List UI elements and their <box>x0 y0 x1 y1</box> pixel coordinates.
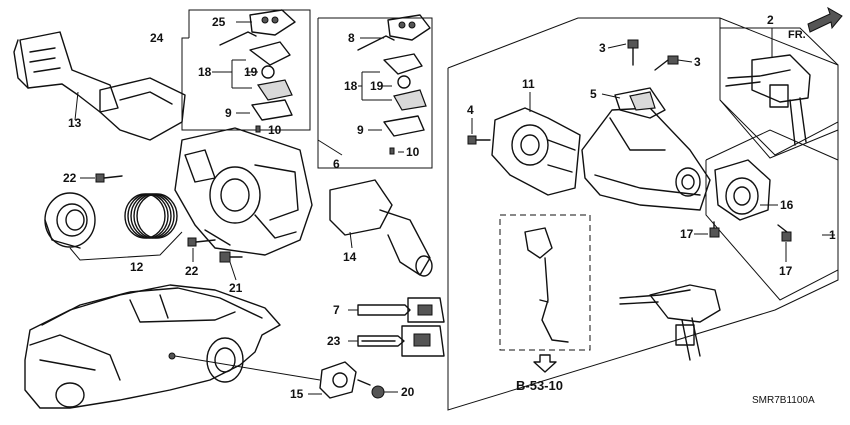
cable-reel-12 <box>44 192 96 249</box>
callout-12: 12 <box>130 260 144 274</box>
key-group-6-frame <box>317 17 433 169</box>
callout-5: 5 <box>590 87 597 101</box>
callout-16: 16 <box>780 198 794 212</box>
screw-17-right <box>777 224 792 262</box>
callout-10-right: 10 <box>406 145 420 159</box>
callout-24: 24 <box>150 31 164 45</box>
callout-25: 25 <box>212 15 226 29</box>
wiper-switch-stalk-14 <box>329 179 433 277</box>
callout-18-left: 18 <box>198 65 212 79</box>
callout-4: 4 <box>467 103 474 117</box>
combination-switch-body <box>174 127 313 256</box>
callout-2: 2 <box>767 13 774 27</box>
callout-8: 8 <box>348 31 355 45</box>
screw-4 <box>467 118 491 145</box>
diagram-code: SMR7B1100A <box>752 395 815 406</box>
combination-switch-stalk-13 <box>13 31 186 141</box>
callout-22-top: 22 <box>63 171 77 185</box>
key-group-2-frame <box>719 27 839 156</box>
shear-bolt-3-right <box>654 55 693 71</box>
callout-1: 1 <box>829 228 836 242</box>
callout-17-left: 17 <box>680 227 694 241</box>
reference-label: B-53-10 <box>516 378 563 393</box>
callout-19-right: 19 <box>370 79 384 93</box>
leaders-6 <box>358 71 404 153</box>
screw-22-top <box>80 173 123 183</box>
key-blank-8 <box>357 14 431 51</box>
callout-9-left: 9 <box>225 106 232 120</box>
master-keys <box>619 284 721 361</box>
front-arrow <box>807 6 843 33</box>
ignition-assembly-frame <box>447 17 839 411</box>
bolt-20 <box>357 379 398 399</box>
screw-17-left <box>694 221 720 238</box>
callout-9-right: 9 <box>357 123 364 137</box>
callout-17-right: 17 <box>779 264 793 278</box>
transmitter-case-24 <box>249 41 293 133</box>
reference-arrow <box>533 354 557 373</box>
key-23 <box>348 325 445 357</box>
key-blank-7 <box>348 297 445 323</box>
transmitter-case-6 <box>383 53 427 155</box>
callout-7: 7 <box>333 303 340 317</box>
car-silhouette <box>24 284 321 409</box>
reference-frame <box>499 214 591 351</box>
leaders-24 <box>212 59 266 131</box>
key-set-2 <box>725 28 811 146</box>
key-group-24-frame <box>181 9 311 131</box>
callout-14: 14 <box>343 250 357 264</box>
coil-spring-12 <box>124 193 178 239</box>
door-lock-switch-15 <box>308 361 357 399</box>
ignition-switch-11 <box>491 92 581 196</box>
cylinder-group-frame <box>705 129 839 301</box>
bolt-21 <box>219 251 243 281</box>
callout-6: 6 <box>333 157 340 171</box>
bracket-5 <box>601 87 666 119</box>
steering-lock-body <box>581 107 711 211</box>
key-blank-25 <box>219 9 296 46</box>
callout-15: 15 <box>290 387 304 401</box>
shear-bolt-3-left <box>607 39 639 66</box>
wire-harness <box>524 227 569 343</box>
key-cylinder-16 <box>714 159 778 221</box>
screw-22-bottom <box>187 237 216 262</box>
callout-19-left: 19 <box>244 65 258 79</box>
callout-22-bottom: 22 <box>185 264 199 278</box>
callout-11: 11 <box>522 77 535 91</box>
callout-3-right: 3 <box>694 55 701 69</box>
callout-3-left: 3 <box>599 41 606 55</box>
front-marker: FR. <box>788 29 806 41</box>
callout-13: 13 <box>68 116 82 130</box>
callout-21: 21 <box>229 281 243 295</box>
callout-10-left: 10 <box>268 123 282 137</box>
callout-20: 20 <box>401 385 415 399</box>
callout-23: 23 <box>327 334 341 348</box>
callout-18-right: 18 <box>344 79 358 93</box>
leader-12 <box>69 231 183 261</box>
